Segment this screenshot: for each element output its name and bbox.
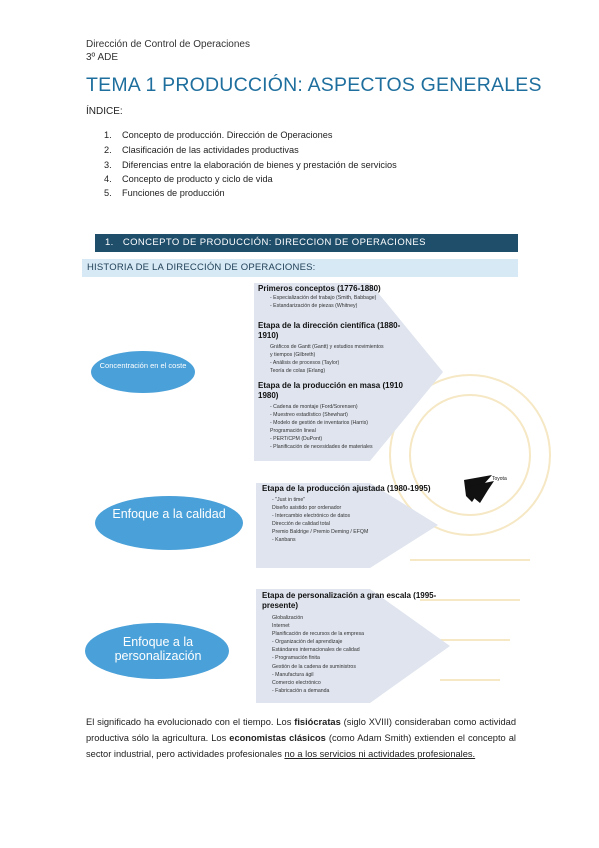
section-heading: 1. CONCEPTO DE PRODUCCIÓN: DIRECCION DE … xyxy=(95,234,518,252)
course-header: Dirección de Control de Operaciones 3º A… xyxy=(86,38,250,64)
index-item: 1. Concepto de producción. Dirección de O… xyxy=(104,130,332,140)
index-text: Concepto de producción. Dirección de Ope… xyxy=(122,130,333,140)
watermark-logo xyxy=(389,374,551,681)
stage-title: Primeros conceptos (1776-1880) xyxy=(258,284,381,293)
stage-item: - Cadena de montaje (Ford/Sorensen) xyxy=(270,404,358,410)
section-title: CONCEPTO DE PRODUCCIÓN: DIRECCION DE OPE… xyxy=(122,237,426,248)
subsection-heading: HISTORIA DE LA DIRECCIÓN DE OPERACIONES: xyxy=(82,259,518,277)
stage-title: Etapa de personalización a gran escala (… xyxy=(262,591,437,610)
stage-mass-production: Etapa de la producción en masa (1910 198… xyxy=(258,381,418,452)
stage-item: - Programación finita xyxy=(272,655,320,662)
stage-item: Gráficos de Gantt (Gantt) y estudios mov… xyxy=(270,344,384,350)
oval-personalization-label: Enfoque a la personalización xyxy=(114,635,202,664)
oval-cost xyxy=(91,351,195,393)
course-year: 3º ADE xyxy=(86,52,119,63)
paragraph-underlined-text: no a los servicios ni actividades profes… xyxy=(284,749,476,759)
stage-items: Gráficos de Gantt (Gantt) y estudios mov… xyxy=(258,343,418,375)
stage-items: - Cadena de montaje (Ford/Sorensen) - Mu… xyxy=(258,403,418,452)
stage-item: Comercio electrónico xyxy=(272,679,321,686)
stage-items: Globalización Internet Planificación de … xyxy=(262,614,447,695)
section-number: 1. xyxy=(105,237,114,248)
stage-title: Etapa de la dirección científica (1880-1… xyxy=(258,321,401,340)
stage-title: Etapa de la producción en masa (1910 198… xyxy=(258,381,403,400)
stage-item: y tiempos (Gilbreth) xyxy=(270,352,316,359)
stage-item: Diseño asistido por ordenador xyxy=(272,505,342,512)
stage-item: - Planificación de necesidades de materi… xyxy=(270,444,373,451)
stage-item: Dirección de calidad total xyxy=(272,521,330,528)
stage-scientific-management: Etapa de la dirección científica (1880-1… xyxy=(258,321,418,375)
index-text: Clasificación de las actividades product… xyxy=(122,145,299,155)
paragraph-bold-term: fisiócratas xyxy=(294,717,341,727)
paragraph-text: El significado ha evolucionado con el ti… xyxy=(86,717,295,727)
stage-item: Internet xyxy=(272,623,290,630)
chevron-quality xyxy=(256,483,438,568)
stage-item: - Especialización del trabajo (Smith, Ba… xyxy=(270,295,377,301)
stage-item: - Muestreo estadístico (Shewhart) xyxy=(270,412,348,419)
stage-title: Etapa de la producción ajustada (1980-19… xyxy=(262,484,431,493)
stage-item: - "Just in time" xyxy=(272,497,306,503)
oval-quality-label: Enfoque a la calidad xyxy=(112,507,226,521)
toyota-logo-text: Toyota xyxy=(492,476,507,482)
chevron-personalization xyxy=(256,589,450,703)
stage-item: - PERT/CPM (DuPont) xyxy=(270,436,323,443)
stage-item: Premio Baldrige / Premio Deming / EFQM xyxy=(272,529,369,536)
stage-item: - Modelo de gestión de inventarios (Harr… xyxy=(270,420,369,427)
index-item: 3. Diferencias entre la elaboración de bi… xyxy=(104,160,397,170)
stage-item: Teoría de colas (Erlang) xyxy=(270,368,326,375)
body-paragraph: El significado ha evolucionado con el ti… xyxy=(86,714,516,762)
stage-item: - Estandarización de piezas (Whitney) xyxy=(270,303,358,310)
page-title: TEMA 1 PRODUCCIÓN: ASPECTOS GENERALES xyxy=(86,74,542,96)
stage-items: - Especialización del trabajo (Smith, Ba… xyxy=(258,294,408,310)
index-label: ÍNDICE: xyxy=(86,106,123,117)
stage-item: - Fabricación a demanda xyxy=(272,687,330,694)
stage-item: - Intercambio electrónico de datos xyxy=(272,513,351,520)
stage-item: - Kanbans xyxy=(272,537,296,544)
stage-item: - Manufactura ágil xyxy=(272,671,314,678)
paragraph-text: (como Adam Smith) extienden el concepto … xyxy=(86,733,516,759)
toyota-logo-icon xyxy=(464,475,494,503)
stage-early-concepts: Primeros conceptos (1776-1880) - Especia… xyxy=(258,284,408,310)
chevron-cost xyxy=(254,283,443,461)
course-name: Dirección de Control de Operaciones xyxy=(86,39,250,50)
stage-item: Globalización xyxy=(272,615,304,621)
stage-item: Estándares internacionales de calidad xyxy=(272,647,360,654)
index-item: 4. Concepto de producto y ciclo de vida xyxy=(104,174,273,184)
stage-items: - "Just in time" Diseño asistido por ord… xyxy=(262,496,437,545)
index-text: Diferencias entre la elaboración de bien… xyxy=(122,160,397,170)
stage-lean-production: Etapa de la producción ajustada (1980-19… xyxy=(262,484,437,545)
stage-item: Programación lineal xyxy=(270,428,316,435)
stage-item: - Análisis de procesos (Taylor) xyxy=(270,360,340,367)
oval-personalization xyxy=(85,623,229,679)
paragraph-bold-term: economistas clásicos xyxy=(229,733,326,743)
stage-item: Gestión de la cadena de suministros xyxy=(272,663,356,670)
oval-cost-label: Concentración en el coste xyxy=(99,361,187,370)
index-number: 1. xyxy=(104,130,112,140)
oval-quality xyxy=(95,496,243,550)
index-text: Funciones de producción xyxy=(122,188,225,198)
index-number: 5. xyxy=(104,188,112,198)
index-number: 3. xyxy=(104,160,112,170)
index-item: 5. Funciones de producción xyxy=(104,188,225,198)
stage-mass-customization: Etapa de personalización a gran escala (… xyxy=(262,591,447,695)
index-number: 2. xyxy=(104,145,112,155)
stage-item: - Organización del aprendizaje xyxy=(272,639,343,646)
index-item: 2. Clasificación de las actividades produ… xyxy=(104,145,299,155)
stage-item: Planificación de recursos de la empresa xyxy=(272,631,364,638)
index-text: Concepto de producto y ciclo de vida xyxy=(122,174,273,184)
paragraph-text: (siglo XVIII) consideraban como activida… xyxy=(86,717,516,743)
index-number: 4. xyxy=(104,174,112,184)
